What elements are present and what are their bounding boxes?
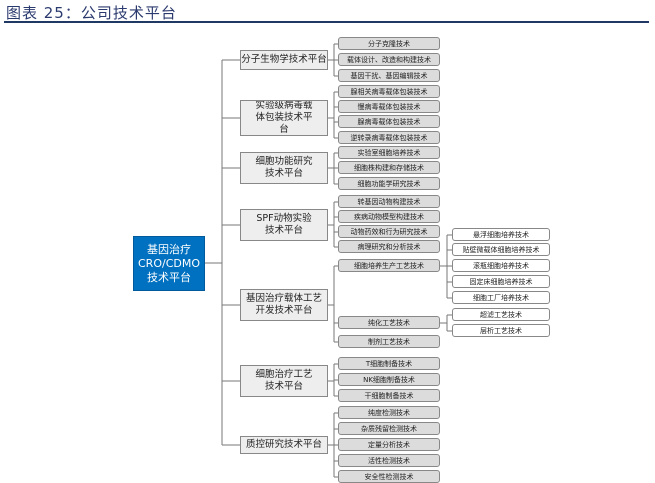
platform-viral-vector-packaging: 实验级病毒载体包装技术平台 bbox=[240, 100, 328, 136]
tech-node: 动物药效和行为研究技术 bbox=[338, 225, 440, 238]
tech-node: NK细胞制备技术 bbox=[338, 373, 440, 386]
platform-spf-animal: SPF动物实验技术平台 bbox=[240, 209, 328, 241]
tech-node: 细胞株构建和存储技术 bbox=[338, 161, 440, 174]
platform-label: 分子生物学技术平台 bbox=[241, 54, 327, 65]
tech-node: 制剂工艺技术 bbox=[338, 335, 440, 348]
tech-node: 活性检测技术 bbox=[338, 454, 440, 467]
tech-node: 逆转录病毒载体包装技术 bbox=[338, 131, 440, 144]
platform-quality-control: 质控研究技术平台 bbox=[240, 436, 328, 454]
root-line-3: 技术平台 bbox=[147, 270, 191, 284]
platform-label: 质控研究技术平台 bbox=[245, 439, 322, 450]
subtech-node: 悬浮细胞培养技术 bbox=[452, 228, 550, 241]
tech-node: 细胞功能学研究技术 bbox=[338, 177, 440, 190]
subtech-node: 贴壁微载体细胞培养技术 bbox=[452, 243, 550, 256]
tech-node: 基因干扰、基因编辑技术 bbox=[338, 69, 440, 82]
tech-node: 载体设计、改造和构建技术 bbox=[338, 53, 440, 66]
platform-label: 细胞功能研究技术平台 bbox=[255, 156, 313, 179]
tech-node: 腺相关病毒载体包装技术 bbox=[338, 85, 440, 98]
tech-node: 杂质残留检测技术 bbox=[338, 422, 440, 435]
tech-node: 纯度检测技术 bbox=[338, 406, 440, 419]
tech-node: 安全性检测技术 bbox=[338, 470, 440, 483]
root-line-1: 基因治疗 bbox=[147, 242, 191, 256]
platform-label: 实验级病毒载体包装技术平台 bbox=[255, 100, 313, 135]
subtech-node: 层析工艺技术 bbox=[452, 324, 550, 337]
tech-node: 疾病动物模型构建技术 bbox=[338, 210, 440, 223]
tech-node: 分子克隆技术 bbox=[338, 37, 440, 50]
subtech-node: 固定床细胞培养技术 bbox=[452, 275, 550, 288]
tech-node: 慢病毒载体包装技术 bbox=[338, 100, 440, 113]
platform-molecular-biology: 分子生物学技术平台 bbox=[240, 50, 328, 70]
tech-node: 病理研究和分析技术 bbox=[338, 240, 440, 253]
tech-node: 腺病毒载体包装技术 bbox=[338, 115, 440, 128]
tech-node: T细胞制备技术 bbox=[338, 357, 440, 370]
tech-node: 纯化工艺技术 bbox=[338, 316, 440, 329]
tech-node: 转基因动物构建技术 bbox=[338, 195, 440, 208]
tech-node: 细胞培养生产工艺技术 bbox=[338, 259, 440, 272]
figure-title: 图表 25：公司技术平台 bbox=[6, 4, 177, 22]
platform-label: 基因治疗载体工艺开发技术平台 bbox=[246, 293, 323, 316]
tech-node: 干细胞制备技术 bbox=[338, 389, 440, 402]
tech-node: 定量分析技术 bbox=[338, 438, 440, 451]
platform-label: SPF动物实验技术平台 bbox=[256, 213, 312, 236]
platform-vector-process-dev: 基因治疗载体工艺开发技术平台 bbox=[240, 289, 328, 321]
root-line-2: CRO/CDMO bbox=[138, 256, 200, 270]
tech-node: 实验室细胞培养技术 bbox=[338, 146, 440, 159]
root-node: 基因治疗 CRO/CDMO 技术平台 bbox=[133, 236, 205, 291]
subtech-node: 细胞工厂培养技术 bbox=[452, 291, 550, 304]
title-rule bbox=[4, 21, 649, 23]
platform-cell-function: 细胞功能研究技术平台 bbox=[240, 152, 328, 184]
platform-label: 细胞治疗工艺技术平台 bbox=[255, 369, 313, 392]
subtech-node: 超滤工艺技术 bbox=[452, 308, 550, 321]
platform-cell-therapy-process: 细胞治疗工艺技术平台 bbox=[240, 365, 328, 397]
subtech-node: 滚瓶细胞培养技术 bbox=[452, 259, 550, 272]
